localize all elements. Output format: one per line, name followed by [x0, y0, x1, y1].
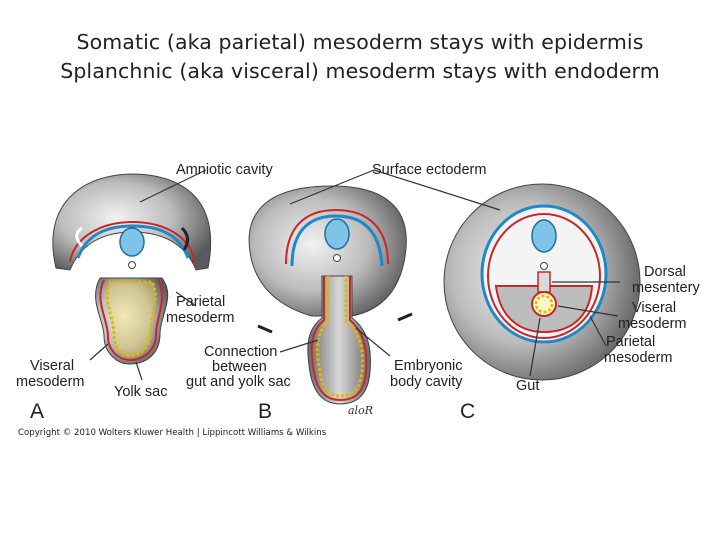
embryo-c-parietal-line [487, 213, 601, 339]
slide-title-line-1: Somatic (aka parietal) mesoderm stays wi… [76, 30, 644, 54]
label-dorsal-1: Dorsal [644, 264, 686, 280]
label-dorsal-2: mesentery [632, 280, 700, 296]
embryo-b-gut-mesoderm [310, 276, 368, 402]
label-embryonic-1: Embryonic [394, 358, 463, 374]
embryo-b-left-arrow [257, 324, 273, 334]
label-parietal-c-2: mesoderm [604, 350, 673, 366]
label-viseral-c-2: mesoderm [618, 316, 687, 332]
label-viseral-a-2: mesoderm [16, 374, 85, 390]
embryo-b-notochord [333, 254, 341, 262]
label-parietal-a-1: Parietal [176, 294, 225, 310]
label-connection-3: gut and yolk sac [186, 374, 291, 390]
embryo-a-left-arrow [75, 226, 84, 248]
label-parietal-a-2: mesoderm [166, 310, 235, 326]
embryo-a-yolk-sac-endoderm [105, 280, 157, 358]
embryo-c-dorsal-mesentery [537, 271, 551, 293]
label-yolk-sac: Yolk sac [114, 384, 167, 400]
embryo-c-gut-endoderm [534, 294, 554, 314]
embryo-a-yolk-sac-mesoderm [99, 279, 163, 362]
embryo-b [248, 185, 413, 405]
label-viseral-a-1: Viseral [30, 358, 74, 374]
embryo-c-notochord [540, 262, 548, 270]
embryo-a-neural-tube [119, 227, 145, 257]
embryo-folding-diagram: Amniotic cavity Surface ectoderm Parieta… [16, 162, 700, 423]
embryo-a-ectoderm [76, 224, 190, 259]
artist-signature: aloR [348, 404, 373, 417]
slide-title-line-2: Splanchnic (aka visceral) mesoderm stays… [60, 59, 660, 83]
copyright-notice: Copyright © 2010 Wolters Kluwer Health |… [18, 428, 327, 438]
label-connection-2: between [212, 359, 267, 375]
embryo-a-notochord [128, 261, 136, 269]
label-connection-1: Connection [204, 344, 277, 360]
label-parietal-c-1: Parietal [606, 334, 655, 350]
panel-label-c: C [460, 400, 475, 423]
panel-label-b: B [258, 400, 272, 423]
label-gut: Gut [516, 378, 539, 394]
embryo-a-right-arrow [180, 226, 189, 251]
embryo-b-ectoderm [290, 214, 384, 267]
embryo-b-amnion-outline [285, 208, 389, 265]
embryo-c [443, 183, 641, 381]
embryo-b-right-arrow [397, 312, 413, 322]
label-viseral-c-1: Viseral [632, 300, 676, 316]
label-amniotic-cavity: Amniotic cavity [176, 162, 273, 178]
label-surface-ectoderm: Surface ectoderm [372, 162, 486, 178]
embryo-b-gut-endoderm [316, 276, 364, 398]
panel-label-a: A [30, 400, 44, 423]
embryo-b-neural-tube [324, 218, 350, 250]
label-embryonic-2: body cavity [390, 374, 463, 390]
leader-lines [89, 169, 620, 381]
embryo-a [52, 173, 212, 365]
embryo-c-neural-tube [531, 219, 557, 253]
